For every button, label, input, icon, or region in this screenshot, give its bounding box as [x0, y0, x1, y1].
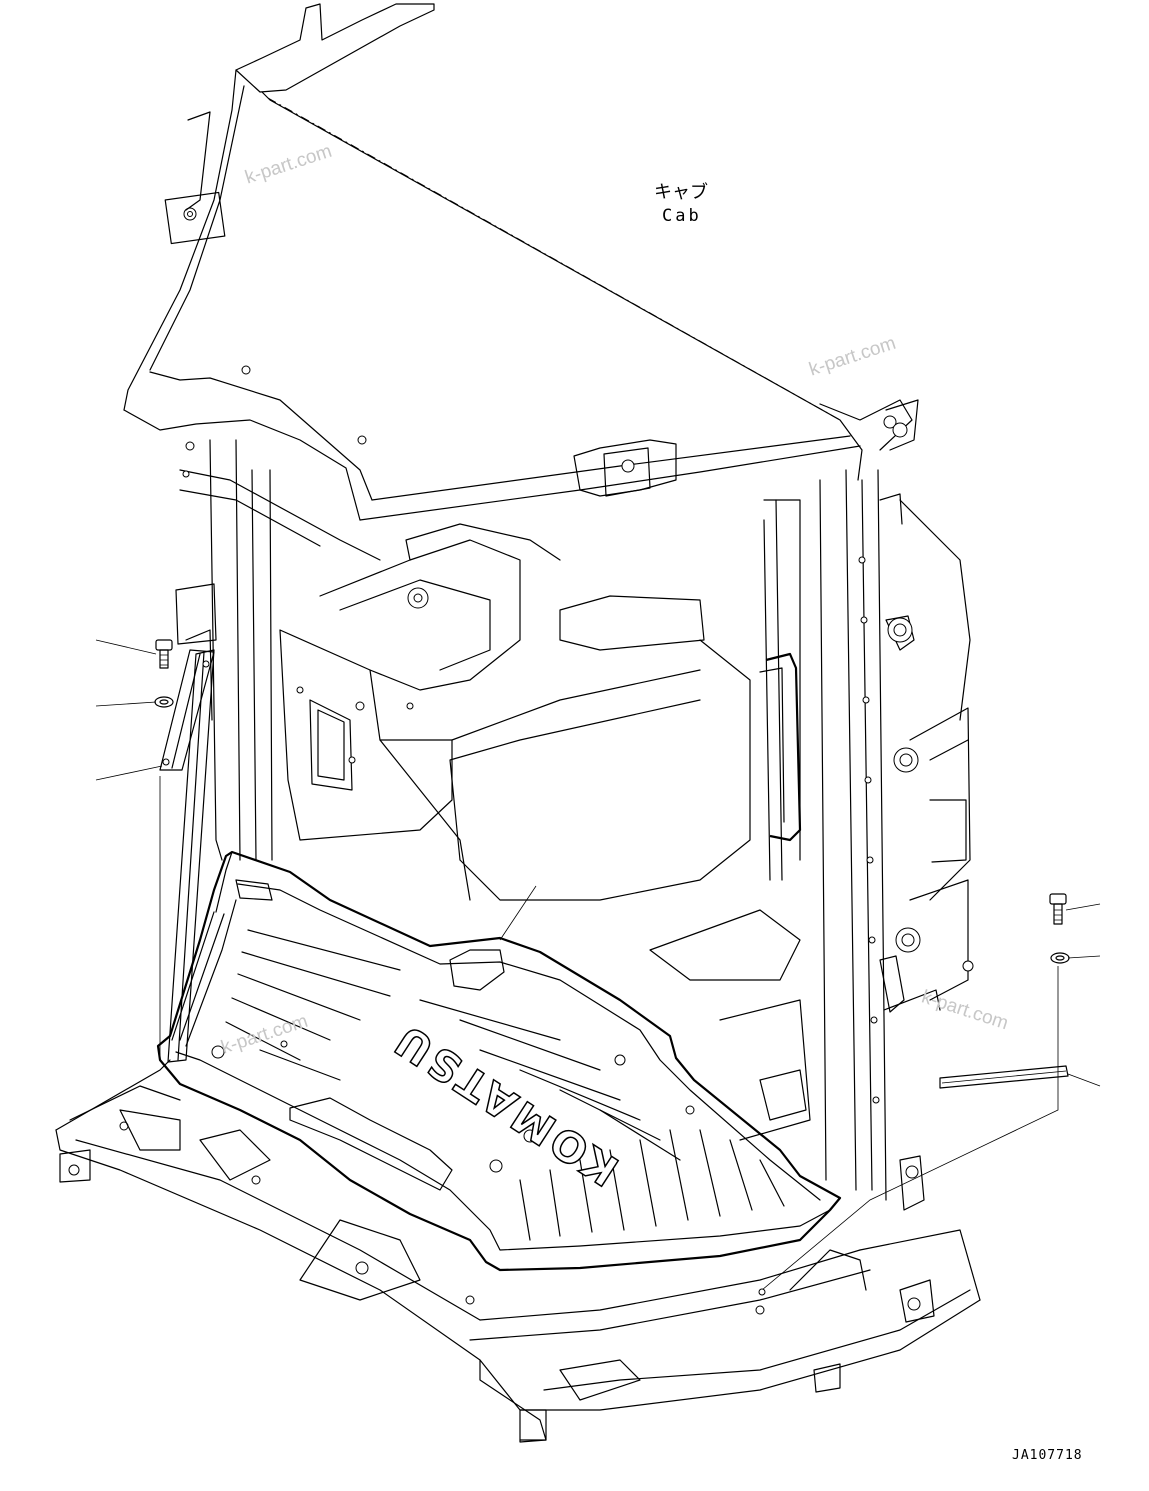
washer-right: [1050, 952, 1070, 964]
leader-lines-left: [95, 639, 537, 1060]
bolt-left: [155, 639, 173, 669]
strip-right: [939, 1065, 1069, 1089]
rear-wall: [279, 523, 751, 901]
floor-mat: [156, 850, 842, 1272]
cab-roof: [123, 3, 913, 521]
right-side-frame: [879, 499, 974, 1013]
drawing-code: JA107718: [1012, 1448, 1083, 1463]
left-pillar: [175, 439, 381, 861]
strip-left: [159, 649, 215, 771]
cab-label-english: Cab: [662, 206, 702, 226]
leader-lines-right: [758, 903, 1101, 1296]
cab-label-japanese: キャブ: [654, 182, 708, 203]
cab-floor-frame: [55, 909, 981, 1443]
right-pillar: [759, 399, 919, 1201]
bolt-right: [1049, 893, 1067, 925]
washer-left: [154, 696, 174, 708]
